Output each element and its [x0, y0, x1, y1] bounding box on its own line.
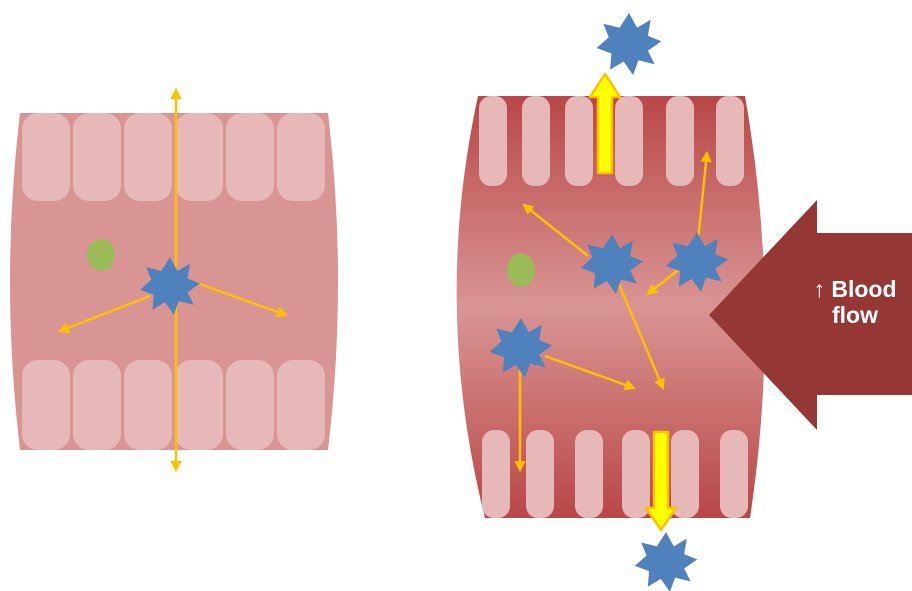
blood-flow-label-line2: flow [790, 302, 912, 328]
blood-flow-label-line1: ↑ Blood [790, 276, 912, 302]
molecule-icon [635, 532, 697, 591]
molecule-icon [597, 13, 662, 75]
vessel-normal [10, 90, 338, 470]
nucleus [87, 239, 115, 271]
blood-flow-label: ↑ Blood flow [790, 276, 912, 328]
nucleus [507, 253, 535, 287]
vessel-increased-flow [457, 74, 765, 530]
